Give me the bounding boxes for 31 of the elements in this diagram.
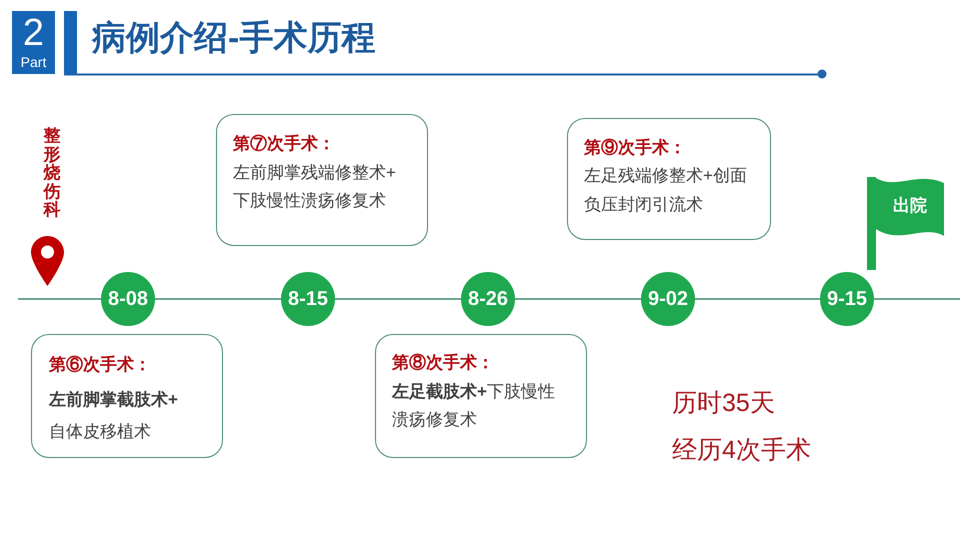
section-number: 2	[22, 13, 46, 53]
timeline-line	[874, 298, 960, 300]
card-heading: 第⑦次手术：	[233, 133, 335, 155]
flag	[876, 177, 944, 237]
timeline-line	[695, 298, 820, 300]
department-label: 整形烧伤科	[43, 127, 61, 220]
card-heading: 第⑥次手术：	[49, 354, 151, 376]
slide-title: 病例介绍-手术历程	[92, 18, 376, 58]
date-circle: 8-08	[101, 272, 155, 326]
date-circle: 8-15	[281, 272, 335, 326]
date-circle: 9-02	[641, 272, 695, 326]
card-heading: 第⑧次手术：	[392, 352, 494, 374]
surgery-card	[31, 334, 223, 458]
card-description: 左足残端修整术+创面负压封闭引流术	[584, 165, 748, 216]
summary-text: 历时35天	[672, 388, 775, 419]
card-description: 左足截肢术+下肢慢性溃疡修复术	[392, 381, 556, 431]
date-circle: 9-15	[820, 272, 874, 326]
surgery-card	[375, 334, 587, 458]
summary-text: 经历4次手术	[672, 435, 811, 466]
section-label: Part	[20, 54, 48, 70]
card-description: 左前脚掌残端修整术+下肢慢性溃疡修复术	[233, 162, 397, 212]
surgery-card	[567, 118, 771, 240]
surgery-card	[216, 114, 428, 246]
timeline-line	[515, 298, 641, 300]
flag-label: 出院	[893, 196, 927, 216]
timeline-line	[18, 298, 101, 300]
card-description: 左前脚掌截肢术+自体皮移植术	[49, 389, 179, 443]
date-circle: 8-26	[461, 272, 515, 326]
timeline-line	[335, 298, 461, 300]
card-heading: 第⑨次手术：	[584, 137, 686, 159]
timeline-line	[155, 298, 281, 300]
